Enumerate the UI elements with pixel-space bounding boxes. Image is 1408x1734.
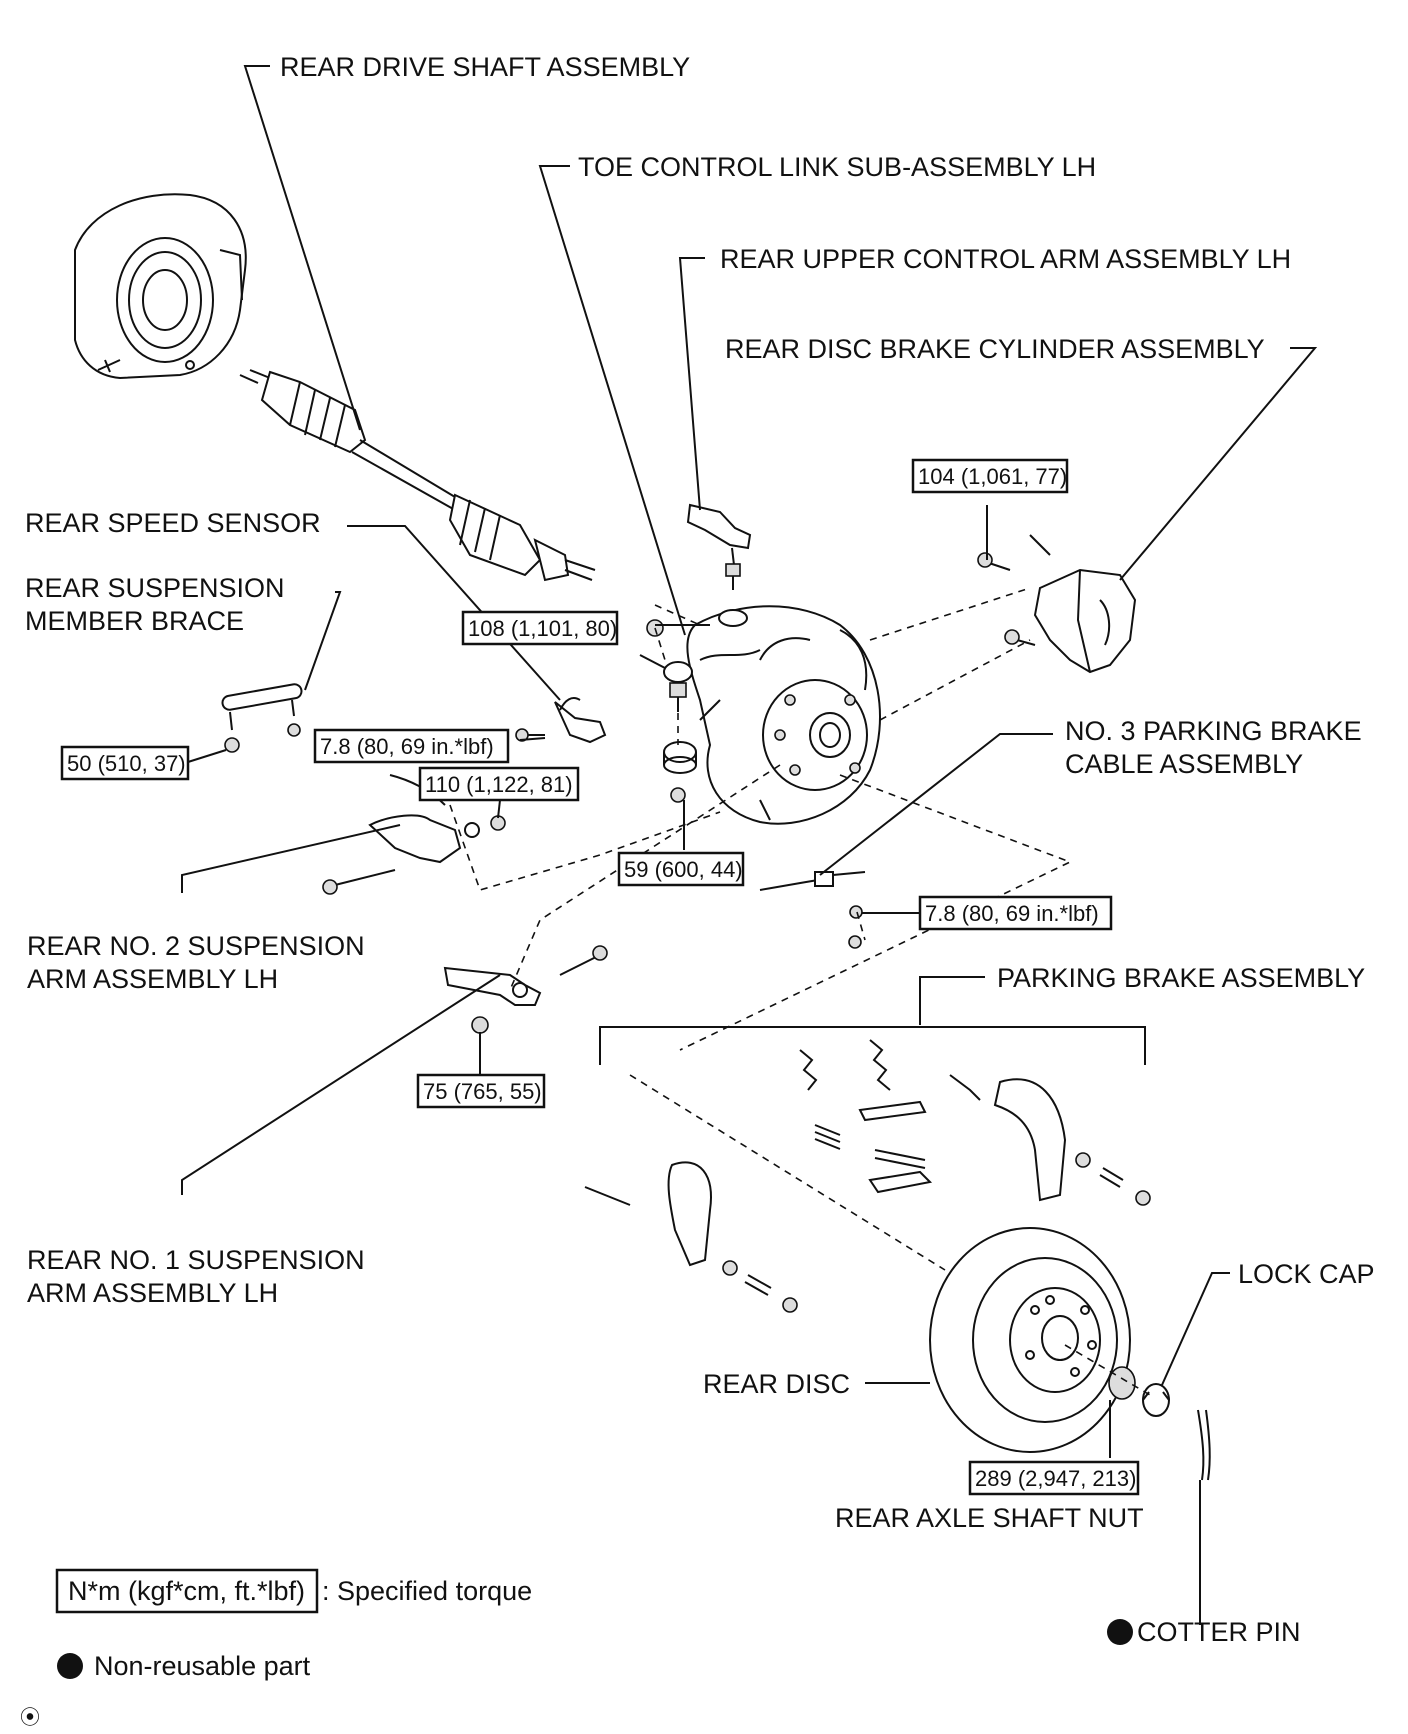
legend-non-reusable-text: Non-reusable part (94, 1651, 311, 1681)
label-member-brace-line1: REAR SUSPENSION (25, 573, 285, 603)
label-toe-control-link: TOE CONTROL LINK SUB-ASSEMBLY LH (578, 152, 1096, 182)
label-parking-brake-cable-line2: CABLE ASSEMBLY (1065, 749, 1303, 779)
torque-upper-arm-nut: 108 (1,101, 80) (461, 610, 619, 646)
brake-cable-drawing (759, 871, 866, 949)
label-rear-upper-control-arm: REAR UPPER CONTROL ARM ASSEMBLY LH (720, 244, 1291, 274)
axle-carrier-drawing (686, 605, 881, 825)
rear-disc-drawing (929, 1227, 1131, 1453)
speed-sensor-drawing (515, 697, 607, 744)
torque-specs: 104 (1,061, 77) 108 (1,101, 80) 7.8 (80,… (60, 458, 1140, 1496)
torque-caliper-bolt: 104 (1,061, 77) (911, 458, 1069, 494)
torque-axle-nut: 289 (2,947, 213) (968, 1460, 1140, 1496)
label-lock-cap: LOCK CAP (1238, 1259, 1375, 1289)
svg-text:108 (1,101, 80): 108 (1,101, 80) (468, 616, 617, 641)
drive-shaft-drawing (239, 369, 596, 582)
label-rear-drive-shaft: REAR DRIVE SHAFT ASSEMBLY (280, 52, 690, 82)
label-no1-arm-line1: REAR NO. 1 SUSPENSION (27, 1245, 365, 1275)
upper-control-arm-drawing (686, 503, 752, 627)
label-parking-brake-assembly: PARKING BRAKE ASSEMBLY (997, 963, 1365, 993)
torque-cable-bolt: 7.8 (80, 69 in.*lbf) (918, 895, 1113, 931)
differential-housing-drawing (74, 193, 247, 380)
torque-toe-link-nut: 59 (600, 44) (617, 851, 745, 887)
torque-brace-bolt: 50 (510, 37) (60, 745, 190, 781)
svg-text:7.8 (80, 69 in.*lbf): 7.8 (80, 69 in.*lbf) (320, 734, 494, 759)
parking-brake-parts-drawing (584, 1039, 1151, 1313)
torque-speed-sensor-bolt: 7.8 (80, 69 in.*lbf) (313, 728, 510, 764)
part-labels: REAR DRIVE SHAFT ASSEMBLY TOE CONTROL LI… (25, 52, 1375, 1647)
leader-lines (181, 65, 1318, 1625)
caliper-drawing (977, 534, 1137, 674)
svg-text:104 (1,061, 77): 104 (1,061, 77) (918, 464, 1067, 489)
svg-text:7.8 (80, 69 in.*lbf): 7.8 (80, 69 in.*lbf) (925, 901, 1099, 926)
legend-torque-unit: N*m (kgf*cm, ft.*lbf) (68, 1576, 305, 1606)
torque-no1-arm-nut: 75 (765, 55) (416, 1073, 546, 1109)
footer-mark: ⦿ (20, 1705, 40, 1729)
label-rear-axle-shaft-nut: REAR AXLE SHAFT NUT (835, 1503, 1144, 1533)
label-cotter-pin: COTTER PIN (1137, 1617, 1301, 1647)
label-rear-disc-brake-cylinder: REAR DISC BRAKE CYLINDER ASSEMBLY (725, 334, 1265, 364)
svg-text:75 (765, 55): 75 (765, 55) (423, 1079, 542, 1104)
label-rear-disc: REAR DISC (703, 1369, 850, 1399)
label-no2-arm-line2: ARM ASSEMBLY LH (27, 964, 278, 994)
label-parking-brake-cable-line1: NO. 3 PARKING BRAKE (1065, 716, 1362, 746)
member-brace-drawing (221, 683, 303, 753)
label-rear-speed-sensor: REAR SPEED SENSOR (25, 508, 321, 538)
no1-arm-drawing (443, 945, 608, 1034)
svg-text:289 (2,947, 213): 289 (2,947, 213) (975, 1466, 1136, 1491)
label-no2-arm-line1: REAR NO. 2 SUSPENSION (27, 931, 365, 961)
legend: N*m (kgf*cm, ft.*lbf) : Specified torque… (55, 1568, 532, 1681)
toe-link-drawing (639, 619, 697, 803)
dashed-alignment-lines (449, 587, 1151, 1396)
svg-text:50 (510, 37): 50 (510, 37) (67, 751, 186, 776)
legend-non-reusable-icon (57, 1653, 83, 1679)
torque-no2-arm-nut: 110 (1,122, 81) (418, 766, 580, 802)
legend-torque-text: : Specified torque (322, 1576, 532, 1606)
svg-text:110 (1,122, 81): 110 (1,122, 81) (425, 772, 573, 797)
non-reusable-marker-icon (1107, 1619, 1133, 1645)
svg-text:59 (600, 44): 59 (600, 44) (624, 857, 743, 882)
label-member-brace-line2: MEMBER BRACE (25, 606, 244, 636)
label-no1-arm-line2: ARM ASSEMBLY LH (27, 1278, 278, 1308)
